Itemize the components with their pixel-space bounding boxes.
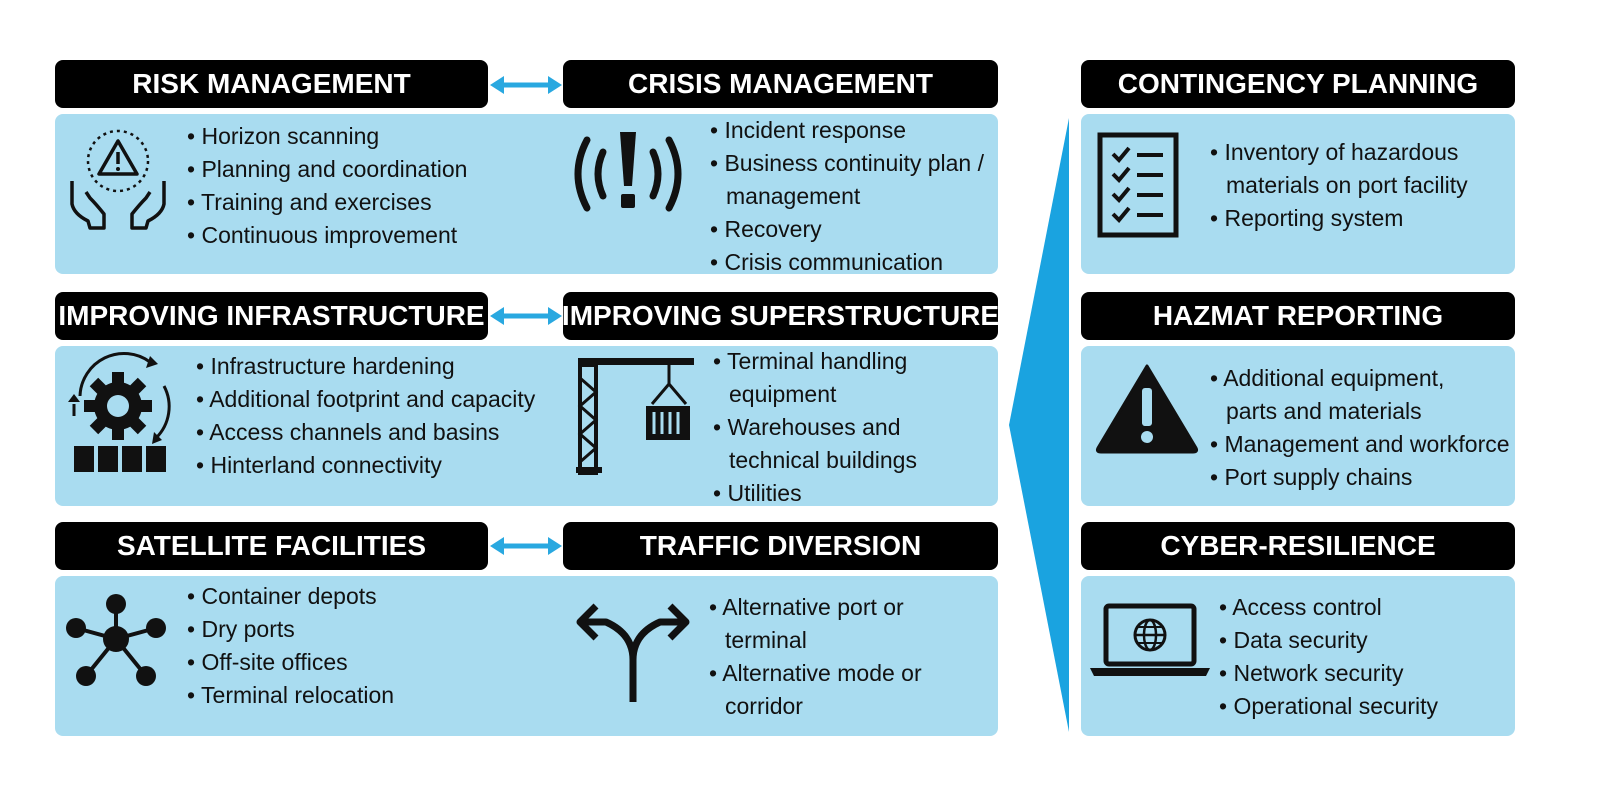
list-item: • Horizon scanning: [187, 123, 380, 149]
list-item: • Terminal handling: [713, 348, 908, 374]
satellite-list: • Container depots • Dry ports • Off-sit…: [187, 580, 394, 712]
list-item: • Access control: [1219, 594, 1382, 620]
list-item: • Access channels and basins: [196, 419, 500, 445]
contingency-list: • Inventory of hazardous materials on po…: [1210, 136, 1468, 235]
list-item-continuation: terminal: [725, 627, 807, 653]
crane-container-icon: [576, 358, 694, 475]
split-arrow-icon: [576, 603, 690, 702]
hands-warning-icon: [70, 129, 166, 230]
double-arrow-icon: [490, 537, 562, 555]
list-item-continuation: management: [726, 183, 861, 209]
list-item: • Business continuity plan /: [710, 150, 984, 176]
list-item-continuation: corridor: [725, 693, 803, 719]
list-item: • Dry ports: [187, 616, 295, 642]
list-item: • Training and exercises: [187, 189, 432, 215]
list-item: • Hinterland connectivity: [196, 452, 442, 478]
list-item: • Alternative port or: [709, 594, 904, 620]
checklist-icon: [1097, 132, 1179, 238]
hazmat-list: • Additional equipment, parts and materi…: [1210, 362, 1510, 494]
cyber-list: • Access control • Data security • Netwo…: [1219, 591, 1438, 723]
list-item: • Network security: [1219, 660, 1404, 686]
list-item-continuation: parts and materials: [1226, 398, 1422, 424]
laptop-globe-icon: [1090, 603, 1210, 676]
warning-triangle-icon: [1095, 364, 1199, 454]
list-item-continuation: technical buildings: [729, 447, 917, 473]
double-arrow-icon: [490, 76, 562, 94]
list-item: • Alternative mode or: [709, 660, 922, 686]
crisis-management-header: CRISIS MANAGEMENT: [563, 60, 998, 108]
list-item: • Reporting system: [1210, 205, 1404, 231]
risk-list: • Horizon scanning • Planning and coordi…: [187, 120, 467, 252]
satellite-traffic-panel: [55, 576, 998, 736]
list-item: • Planning and coordination: [187, 156, 468, 182]
list-item: • Management and workforce: [1210, 431, 1510, 457]
satellite-facilities-header: SATELLITE FACILITIES: [55, 522, 488, 570]
list-item: • Crisis communication: [710, 249, 944, 275]
list-item: • Warehouses and: [713, 414, 901, 440]
risk-crisis-panel: [55, 114, 998, 274]
list-item: • Port supply chains: [1210, 464, 1413, 490]
list-item: • Terminal relocation: [187, 682, 395, 708]
crisis-list: • Incident response • Business continuit…: [710, 114, 984, 279]
gear-cycle-icon: [68, 351, 171, 472]
list-item: • Container depots: [187, 583, 377, 609]
list-item: • Inventory of hazardous: [1210, 139, 1459, 165]
traffic-list: • Alternative port or terminal • Alterna…: [709, 591, 922, 723]
list-item-continuation: equipment: [729, 381, 837, 407]
double-arrow-icon: [490, 307, 562, 325]
list-item: • Data security: [1219, 627, 1368, 653]
list-item: • Additional equipment,: [1210, 365, 1445, 391]
improving-infrastructure-header: IMPROVING INFRASTRUCTURE: [55, 292, 488, 340]
improving-superstructure-header: IMPROVING SUPERSTRUCTURE: [562, 292, 999, 340]
cyber-resilience-header: CYBER-RESILIENCE: [1081, 522, 1515, 570]
list-item-continuation: materials on port facility: [1226, 172, 1468, 198]
network-hub-icon: [66, 594, 166, 686]
risk-management-header: RISK MANAGEMENT: [55, 60, 488, 108]
contingency-planning-header: CONTINGENCY PLANNING: [1081, 60, 1515, 108]
list-item: • Incident response: [710, 117, 907, 143]
list-item: • Continuous improvement: [187, 222, 458, 248]
list-item: • Off-site offices: [187, 649, 348, 675]
cyber-panel: [1081, 576, 1515, 736]
infra-super-panel: [55, 346, 998, 506]
superstructure-list: • Terminal handling equipment • Warehous…: [713, 345, 917, 510]
list-item: • Recovery: [710, 216, 822, 242]
list-item: • Infrastructure hardening: [196, 353, 455, 379]
alert-signal-icon: [574, 132, 682, 212]
list-item: • Additional footprint and capacity: [196, 386, 536, 412]
list-item: • Utilities: [713, 480, 802, 506]
hazmat-reporting-header: HAZMAT REPORTING: [1081, 292, 1515, 340]
traffic-diversion-header: TRAFFIC DIVERSION: [563, 522, 998, 570]
infrastructure-list: • Infrastructure hardening • Additional …: [196, 350, 535, 482]
list-item: • Operational security: [1219, 693, 1438, 719]
